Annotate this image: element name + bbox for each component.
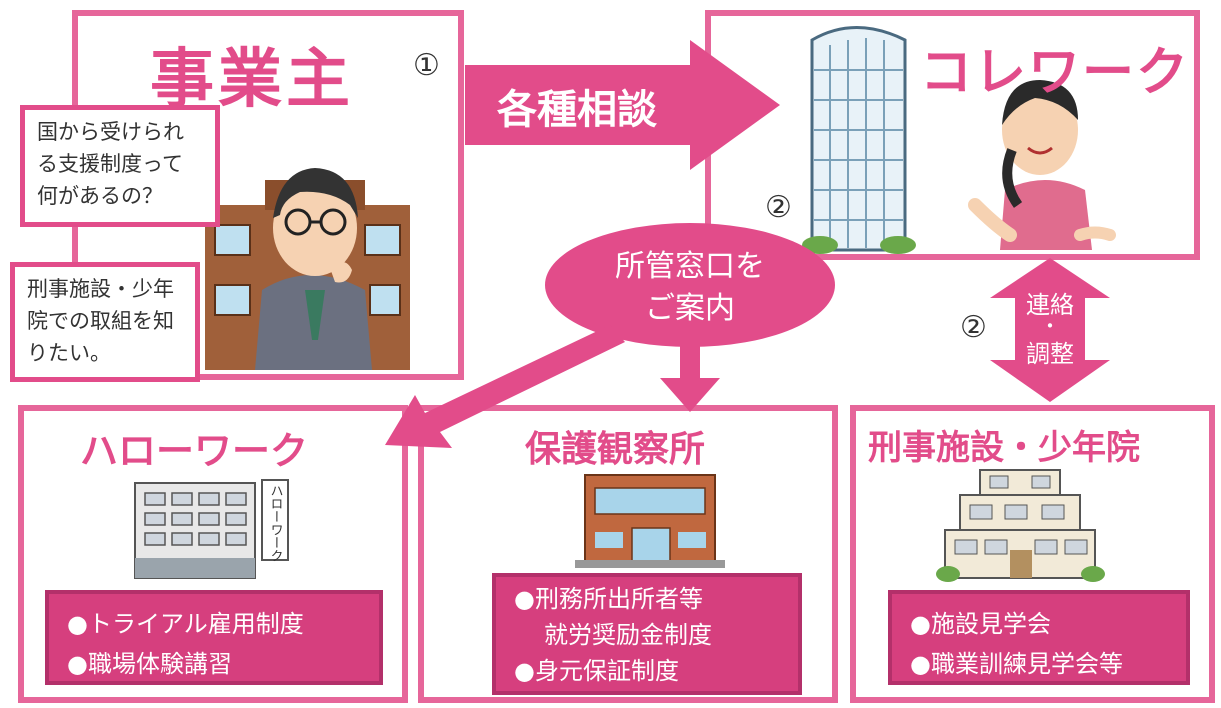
probation-item-incentive-cont: 就労奨励金制度 bbox=[544, 621, 712, 649]
link-label-dot: ・ bbox=[1040, 314, 1060, 338]
corework-panel bbox=[705, 10, 1200, 260]
probation-program-list: ●刑務所出所者等 就労奨励金制度 ●身元保証制度 bbox=[492, 573, 802, 695]
speech-bubble-facility: 刑事施設・少年 院での取組を知 りたい。 bbox=[10, 262, 200, 382]
corework-illustration bbox=[802, 26, 1116, 254]
link-step-badge: ② bbox=[960, 310, 987, 345]
guide-line-2: ご案内 bbox=[645, 291, 735, 326]
corework-title: コレワーク bbox=[920, 43, 1191, 103]
hellowork-sign: ハローワーク bbox=[268, 484, 283, 562]
hellowork-program-list: ●トライアル雇用制度 ●職場体験講習 bbox=[45, 590, 383, 685]
facility-item-training-tour: ●職業訓練見学会等 bbox=[910, 650, 1123, 678]
hellowork-item-experience: ●職場体験講習 bbox=[67, 650, 232, 678]
probation-item-guarantee: ●身元保証制度 bbox=[514, 657, 679, 685]
hellowork-item-trial: ●トライアル雇用制度 bbox=[67, 610, 304, 638]
speech-bubble-support: 国から受けられ る支援制度って 何があるの？ bbox=[20, 105, 220, 227]
facility-building bbox=[936, 469, 1105, 582]
consult-arrow bbox=[465, 40, 780, 170]
hellowork-building bbox=[134, 479, 289, 579]
link-label-bottom: 調整 bbox=[1026, 340, 1074, 368]
probation-item-incentive: ●刑務所出所者等 bbox=[514, 585, 703, 613]
link-double-arrow bbox=[990, 258, 1110, 402]
facility-item-tour: ●施設見学会 bbox=[910, 610, 1051, 638]
guide-ellipse bbox=[545, 223, 835, 347]
guide-line-1: 所管窓口を bbox=[615, 249, 765, 284]
link-label-top: 連絡 bbox=[1026, 291, 1074, 319]
hellowork-title: ハローワーク bbox=[80, 429, 309, 473]
guide-arrow-left bbox=[385, 325, 625, 448]
facility-program-list: ●施設見学会 ●職業訓練見学会等 bbox=[888, 590, 1190, 685]
guide-arrow-down bbox=[660, 340, 720, 412]
corework-step-badge: ② bbox=[765, 190, 792, 225]
consult-label: 各種相談 bbox=[497, 87, 657, 133]
facility-title: 刑事施設・少年院 bbox=[868, 428, 1140, 468]
employer-title: 事業主 bbox=[150, 43, 354, 117]
employer-step-badge: ① bbox=[413, 48, 440, 83]
employer-illustration bbox=[205, 168, 410, 370]
probation-building bbox=[575, 474, 725, 568]
probation-title: 保護観察所 bbox=[525, 429, 706, 470]
